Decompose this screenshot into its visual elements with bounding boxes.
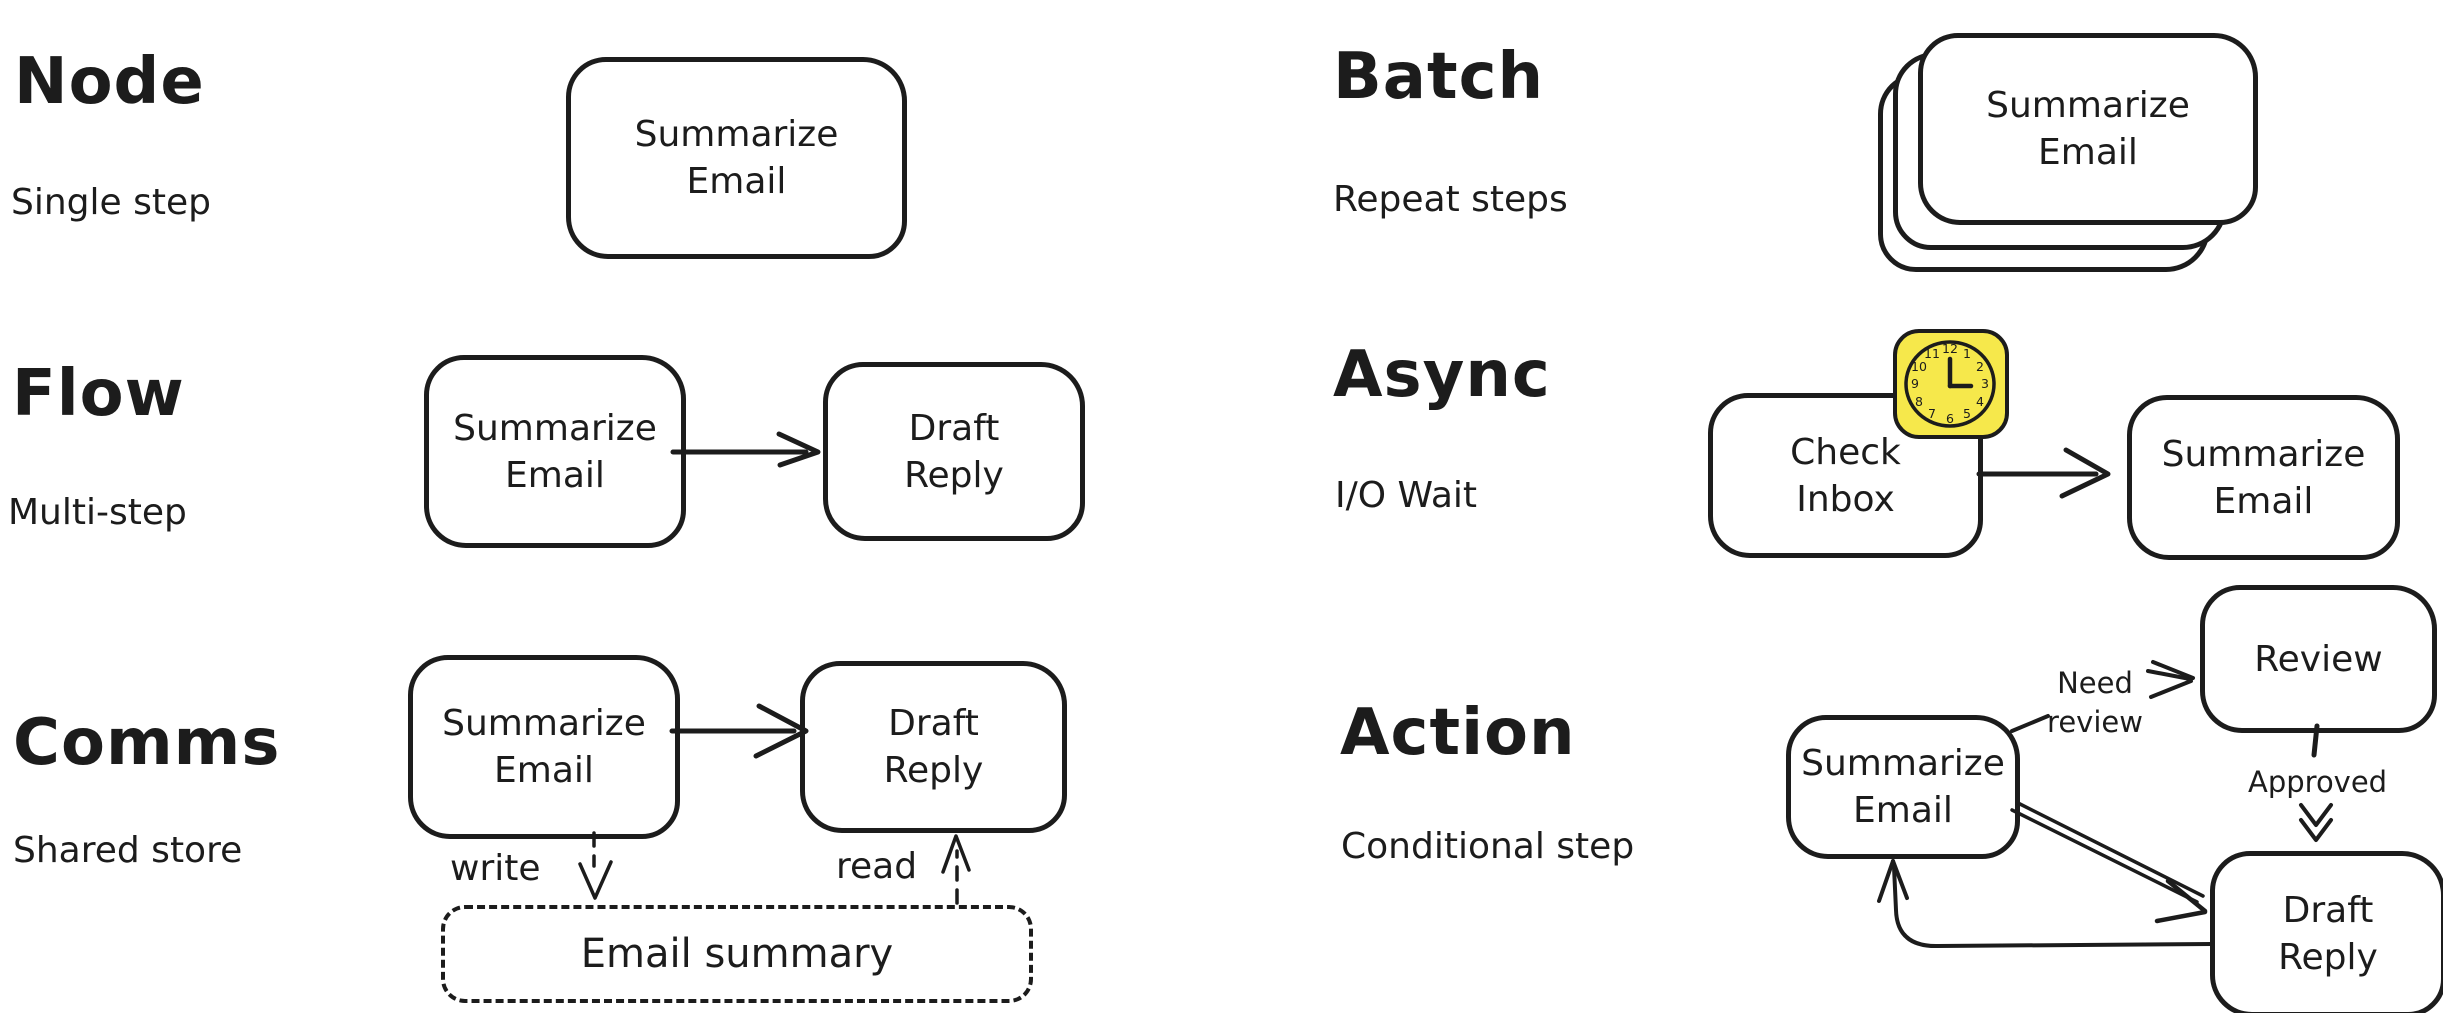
action-box-review: Review: [2200, 585, 2437, 733]
comms-box-label: Summarize Email: [442, 703, 646, 791]
action-box-label: Summarize Email: [1801, 743, 2005, 831]
svg-text:2: 2: [1976, 359, 1984, 374]
read-label: read: [836, 846, 918, 887]
need-review-label: Need review: [2047, 666, 2143, 739]
svg-text:11: 11: [1924, 346, 1940, 361]
action-box-label: Draft Reply: [2278, 890, 2378, 978]
write-label: write: [450, 848, 541, 889]
section-subtitle-comms: Shared store: [13, 830, 243, 871]
svg-text:9: 9: [1911, 376, 1919, 391]
summarize-to-draft-arrow-icon: [2012, 803, 2205, 921]
section-title-node: Node: [14, 45, 205, 119]
comms-box-summarize-email: Summarize Email: [408, 655, 680, 839]
action-box-label: Review: [2254, 638, 2383, 680]
async-arrow-icon: [1979, 450, 2108, 496]
comms-box-draft-reply: Draft Reply: [800, 661, 1067, 833]
section-title-batch: Batch: [1333, 40, 1545, 114]
batch-card-summarize-email: Summarize Email: [1918, 33, 2258, 225]
batch-card-label: Summarize Email: [1986, 85, 2190, 173]
svg-text:10: 10: [1911, 359, 1927, 374]
flow-box-summarize-email: Summarize Email: [424, 355, 686, 548]
comms-box-label: Draft Reply: [883, 703, 984, 791]
async-box-summarize-email: Summarize Email: [2127, 395, 2400, 560]
svg-text:4: 4: [1976, 394, 1984, 409]
draft-to-summarize-arrow-icon: [1879, 861, 2212, 946]
svg-text:1: 1: [1963, 346, 1971, 361]
node-box-label: Summarize Email: [634, 114, 839, 202]
action-box-draft-reply: Draft Reply: [2210, 851, 2443, 1013]
flow-arrow-icon: [673, 434, 818, 465]
shared-store-label: Email summary: [580, 931, 894, 977]
svg-text:3: 3: [1981, 376, 1989, 391]
section-subtitle-action: Conditional step: [1341, 826, 1635, 867]
async-box-label: Summarize Email: [2161, 433, 2366, 522]
section-subtitle-batch: Repeat steps: [1333, 179, 1568, 220]
comms-shared-store-box: Email summary: [441, 905, 1033, 1003]
approved-arrow-icon: [2301, 805, 2331, 840]
svg-text:12: 12: [1942, 341, 1958, 356]
section-title-comms: Comms: [13, 706, 281, 780]
node-box-summarize-email: Summarize Email: [566, 57, 907, 259]
read-arrow-icon: [943, 836, 969, 903]
section-title-action: Action: [1340, 696, 1576, 770]
action-box-summarize-email: Summarize Email: [1786, 715, 2020, 859]
section-subtitle-flow: Multi-step: [8, 492, 187, 533]
async-box-label: Check Inbox: [1790, 431, 1901, 520]
section-subtitle-node: Single step: [11, 182, 211, 223]
flow-box-label: Summarize Email: [453, 407, 657, 496]
section-subtitle-async: I/O Wait: [1335, 475, 1477, 516]
write-arrow-icon: [580, 833, 611, 898]
async-box-check-inbox: Check Inbox: [1708, 393, 1983, 558]
flow-box-draft-reply: Draft Reply: [823, 362, 1085, 541]
comms-arrow-icon: [672, 706, 806, 756]
flow-box-label: Draft Reply: [904, 407, 1004, 496]
section-title-async: Async: [1333, 338, 1551, 412]
section-title-flow: Flow: [12, 357, 185, 431]
approved-label: Approved: [2248, 765, 2388, 799]
clock-hands: [1950, 359, 1971, 386]
